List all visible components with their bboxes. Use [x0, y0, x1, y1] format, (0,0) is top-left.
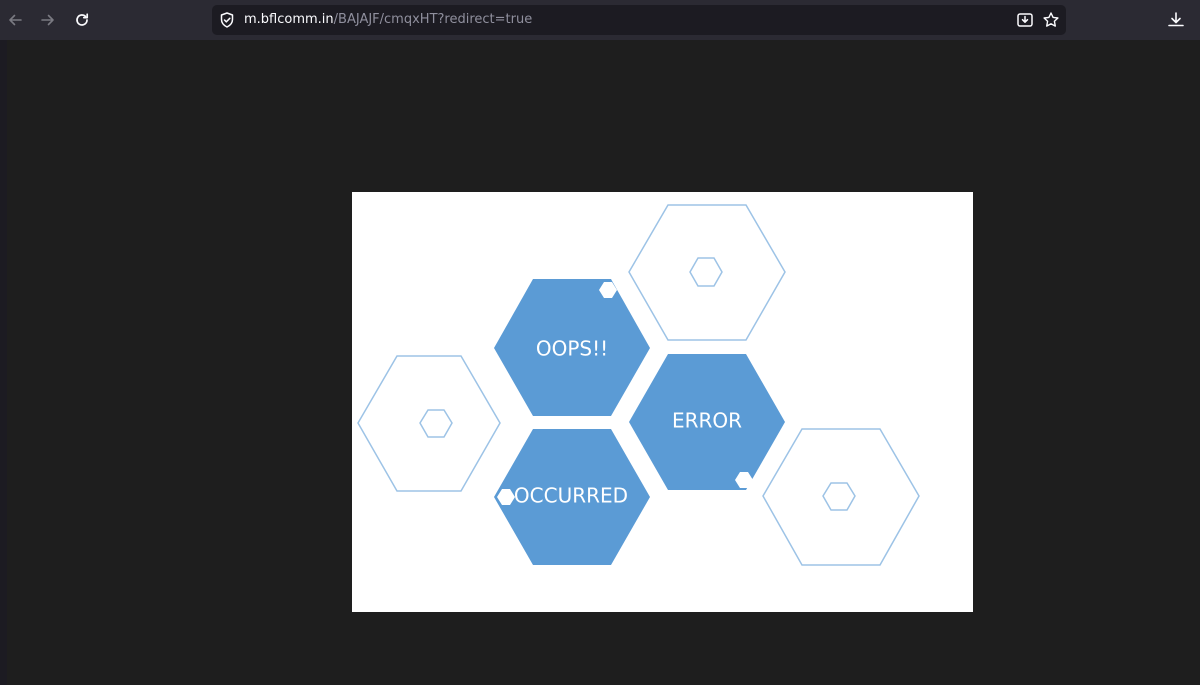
oops-label: OOPS!! [536, 337, 608, 361]
url-path: /BAJAJF/cmqxHT?redirect=true [333, 12, 533, 27]
save-to-pocket-icon[interactable] [1016, 11, 1034, 29]
tracking-protection-shield-icon[interactable] [218, 11, 236, 29]
outline-hexagon-bottom [762, 428, 920, 566]
downloads-icon[interactable] [1166, 10, 1186, 30]
address-bar[interactable]: m.bflcomm.in/BAJAJF/cmqxHT?redirect=true [212, 5, 1066, 35]
error-image: OOPS!! ERROR OCCURRED [352, 192, 973, 612]
outline-hexagon-top [628, 204, 786, 341]
outline-hexagon-left [357, 355, 501, 492]
browser-toolbar: m.bflcomm.in/BAJAJF/cmqxHT?redirect=true [0, 0, 1200, 40]
occurred-label: OCCURRED [514, 484, 628, 508]
oops-hexagon: OOPS!! [494, 279, 650, 416]
reload-button[interactable] [68, 6, 96, 34]
reload-icon [76, 13, 89, 26]
url-text[interactable]: m.bflcomm.in/BAJAJF/cmqxHT?redirect=true [244, 12, 532, 27]
url-host: m.bflcomm.in [244, 12, 334, 27]
forward-button[interactable] [34, 6, 62, 34]
bookmark-star-icon[interactable] [1042, 11, 1060, 29]
error-label: ERROR [672, 409, 742, 433]
occurred-hexagon: OCCURRED [494, 429, 650, 565]
back-arrow-icon [9, 14, 22, 26]
error-hexagon: ERROR [629, 354, 785, 490]
back-button[interactable] [1, 6, 29, 34]
forward-arrow-icon [41, 14, 54, 26]
hexagon-error-graphic: OOPS!! ERROR OCCURRED [357, 204, 920, 566]
